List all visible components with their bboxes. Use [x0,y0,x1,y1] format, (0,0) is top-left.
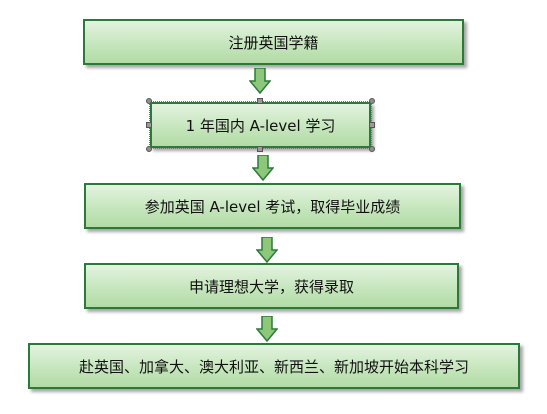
selection-handle-bottom-middle[interactable] [257,146,263,152]
selection-handle-top-right[interactable] [369,98,375,104]
step-label-1: 注册英国学籍 [228,33,319,52]
selection-handle-top-middle[interactable] [257,98,263,104]
step-box-4: 申请理想大学，获得录取 [84,263,459,309]
step-label-5: 赴英国、加拿大、澳大利亚、新西兰、新加坡开始本科学习 [78,357,469,376]
selection-handle-middle-left[interactable] [146,122,152,128]
arrow-down-icon [252,155,274,181]
step-box-5: 赴英国、加拿大、澳大利亚、新西兰、新加坡开始本科学习 [28,343,520,389]
selection-handle-middle-right[interactable] [369,122,375,128]
step-label-3: 参加英国 A-level 考试，取得毕业成绩 [144,197,401,216]
step-label-4: 申请理想大学，获得录取 [188,277,354,296]
selection-handle-top-left[interactable] [146,98,152,104]
selection-handle-bottom-left[interactable] [146,146,152,152]
selection-handle-bottom-right[interactable] [369,146,375,152]
arrow-down-icon [249,68,271,94]
arrow-down-icon [256,316,278,342]
step-box-3: 参加英国 A-level 考试，取得毕业成绩 [84,183,461,229]
step-box-1: 注册英国学籍 [83,19,464,65]
arrow-down-icon [256,237,278,263]
selection-outline [149,101,372,149]
step-label-2: 1 年国内 A-level 学习 [185,116,336,135]
